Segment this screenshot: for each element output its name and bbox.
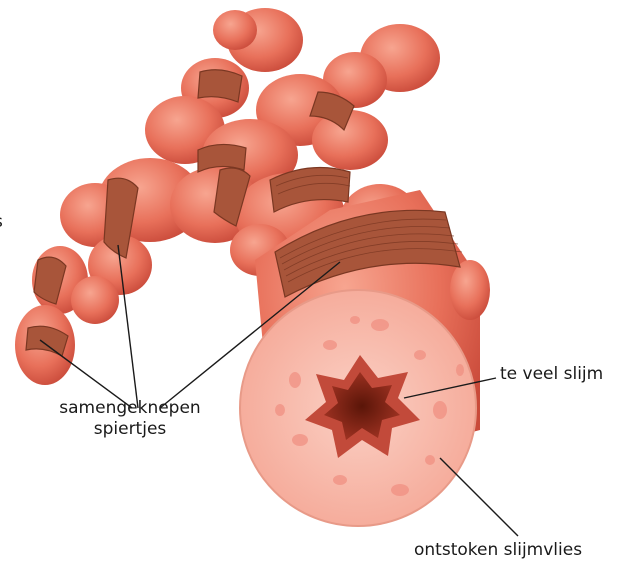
muscles-label-line1: samengeknepen	[30, 398, 230, 419]
mucosa-label: ontstoken slijmvlies	[414, 540, 582, 561]
muscles-label-line2: spiertjes	[30, 419, 230, 440]
cut-off-label: s	[0, 212, 3, 233]
bronchus-cross-section	[240, 290, 476, 526]
muscles-label: samengeknepen spiertjes	[30, 398, 230, 441]
mucus-label: te veel slijm	[500, 364, 603, 385]
